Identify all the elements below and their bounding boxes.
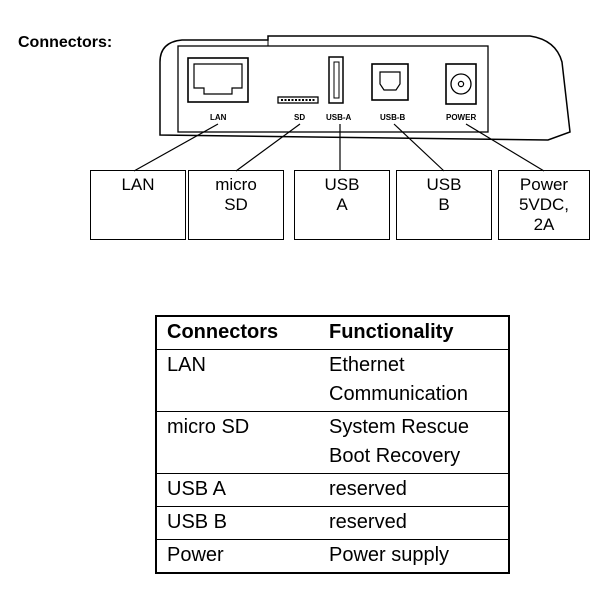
sd-slot-icon — [277, 96, 319, 104]
leader-line-usb-b — [393, 123, 445, 172]
connectors-heading: Connectors: — [18, 34, 113, 51]
functionality-cell: Power supply — [325, 539, 509, 574]
callout-micro-sd: micro SD — [188, 170, 284, 240]
functionality-line: Communication — [329, 383, 468, 405]
column-header-connectors: Connectors — [156, 315, 325, 350]
callout-usb-b-line-1: USB — [426, 175, 462, 194]
callout-power: Power 5VDC, 2A — [498, 170, 590, 240]
table-row: USB A reserved — [156, 473, 509, 507]
column-header-functionality: Functionality — [325, 315, 509, 350]
callout-usb-a-line-2: A — [336, 195, 348, 214]
table-row: LAN Ethernet Communication — [156, 349, 509, 412]
callout-usb-b: USB B — [396, 170, 492, 240]
functionality-cell: Ethernet Communication — [325, 349, 509, 412]
callout-micro-sd-line-2: SD — [224, 195, 248, 214]
table-row: micro SD System Rescue Boot Recovery — [156, 411, 509, 474]
functionality-line: Ethernet — [329, 354, 405, 376]
functionality-line: Power supply — [329, 544, 450, 566]
connector-cell: micro SD — [156, 411, 325, 474]
table-header-row: Connectors Functionality — [156, 315, 509, 350]
callout-lan-line-1: LAN — [121, 175, 155, 194]
callout-power-line-1: Power — [519, 175, 569, 194]
usb-a-port-icon — [328, 56, 344, 104]
device-illustration: LAN SD USB-A USB-B POWER — [133, 35, 571, 172]
port-label-usb-a: USB-A — [326, 113, 352, 122]
functionality-line: System Rescue — [329, 416, 470, 438]
callout-power-line-2: 5VDC, — [518, 195, 570, 214]
connector-cell: Power — [156, 539, 325, 574]
functionality-line: reserved — [329, 478, 407, 500]
table-row: Power Power supply — [156, 539, 509, 574]
leader-line-power — [465, 123, 545, 172]
callout-micro-sd-line-1: micro — [215, 175, 257, 194]
callout-power-line-3: 2A — [533, 215, 555, 234]
port-label-power: POWER — [446, 113, 476, 122]
callout-usb-a-line-1: USB — [324, 175, 360, 194]
leader-line-sd — [235, 123, 301, 172]
functionality-cell: System Rescue Boot Recovery — [325, 411, 509, 474]
functionality-line: reserved — [329, 511, 407, 533]
functionality-cell: reserved — [325, 473, 509, 507]
connector-cell: USB B — [156, 506, 325, 540]
port-label-lan: LAN — [210, 113, 227, 122]
functionality-line: Boot Recovery — [329, 445, 461, 467]
leader-line-lan — [133, 123, 219, 172]
callout-lan: LAN — [90, 170, 186, 240]
connector-cell: USB A — [156, 473, 325, 507]
power-jack-icon — [445, 63, 477, 105]
lan-port-icon — [187, 57, 249, 103]
port-label-sd: SD — [294, 113, 305, 122]
table-row: USB B reserved — [156, 506, 509, 540]
callout-usb-b-line-2: B — [438, 195, 450, 214]
functionality-cell: reserved — [325, 506, 509, 540]
callout-usb-a: USB A — [294, 170, 390, 240]
usb-b-port-icon — [371, 63, 409, 101]
connectors-table: Connectors Functionality LAN Ethernet Co… — [155, 315, 510, 574]
port-label-usb-b: USB-B — [380, 113, 406, 122]
connector-cell: LAN — [156, 349, 325, 412]
